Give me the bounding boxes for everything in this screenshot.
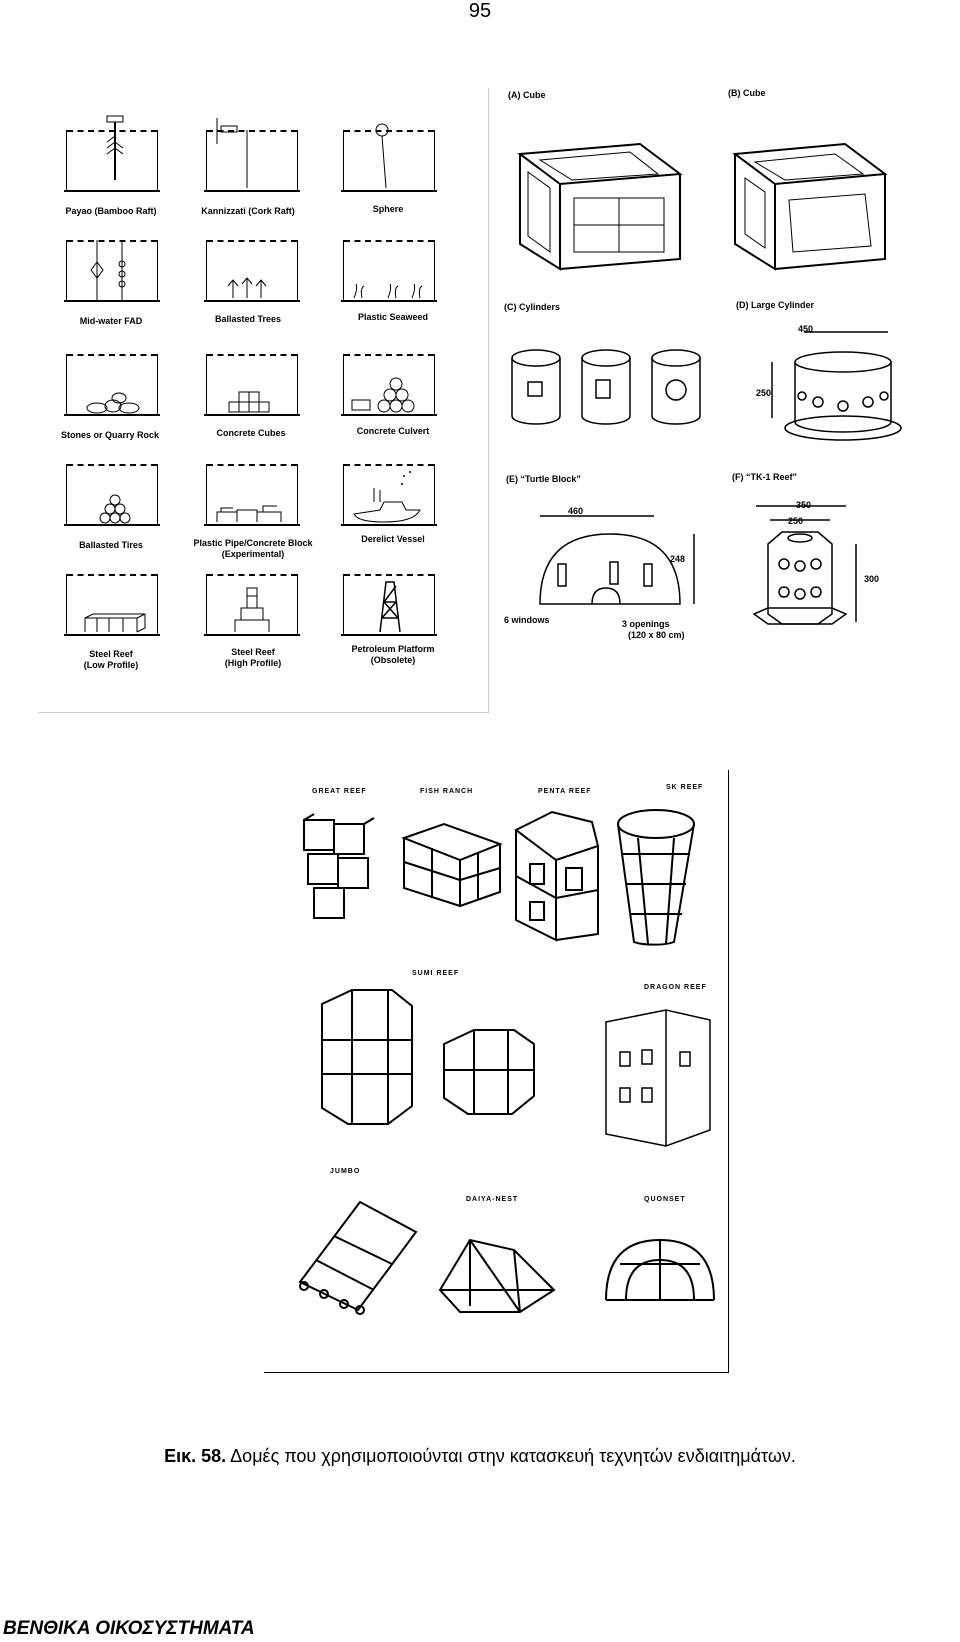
vessel-icon <box>353 471 421 523</box>
label-petroleum-sub: (Obsolete) <box>370 655 416 665</box>
label-petroleum-platform: Petroleum Platform <box>351 644 435 654</box>
cubes-icon <box>228 391 270 413</box>
diagram-petroleum-platform <box>341 574 437 636</box>
label-stones: Stones or Quarry Rock <box>60 430 160 440</box>
large-cylinder-icon <box>771 331 902 441</box>
label-windows: 6 windows <box>504 615 550 625</box>
fish-ranch-icon <box>401 822 503 908</box>
platform-icon <box>379 581 401 633</box>
diagram-kannizzati <box>204 118 300 192</box>
dim-f-outer: 350 <box>796 500 812 510</box>
fad-icon <box>90 240 126 300</box>
sphere-icon <box>375 123 389 189</box>
cube-a-icon <box>517 142 683 271</box>
rocks-icon <box>86 392 140 414</box>
dim-d-height: 250 <box>756 388 772 398</box>
label-steel-reef-high-sub: (High Profile) <box>224 658 282 668</box>
label-dragon-reef: DRAGON REEF <box>644 984 707 991</box>
label-fish-ranch: FISH RANCH <box>420 788 474 795</box>
diagram-concrete-cubes <box>204 354 300 416</box>
dim-e-height: 248 <box>670 554 686 564</box>
label-f: (F) “TK-1 Reef” <box>732 472 797 482</box>
label-sphere: Sphere <box>372 204 404 214</box>
diagram-steel-reef-low <box>64 574 160 636</box>
diagram-steel-reef-high <box>204 574 300 636</box>
label-c: (C) Cylinders <box>504 302 561 312</box>
label-quonset: QUONSET <box>644 1196 686 1203</box>
sumi-reef-small-icon <box>443 1029 535 1115</box>
great-reef-icon <box>303 813 375 919</box>
label-plastic-pipe: Plastic Pipe/Concrete Block <box>193 538 313 548</box>
steel-reef-high-icon <box>234 587 270 632</box>
daiya-nest-icon <box>438 1238 556 1313</box>
diagram-plastic-pipe <box>204 464 300 526</box>
bamboo-raft-icon <box>106 115 124 180</box>
label-d: (D) Large Cylinder <box>736 300 815 310</box>
sk-reef-icon <box>617 809 695 946</box>
label-steel-reef-low-sub: (Low Profile) <box>83 660 139 670</box>
cylinders-icon <box>511 349 701 425</box>
steel-reef-low-icon <box>84 613 146 633</box>
sumi-reef-large-icon <box>321 989 413 1125</box>
dim-f-inner: 250 <box>788 516 804 526</box>
label-kannizzati: Kannizzati (Cork Raft) <box>201 206 295 216</box>
label-steel-reef-low: Steel Reef <box>89 649 133 659</box>
label-a: (A) Cube <box>508 90 546 100</box>
tk1-reef-icon <box>752 505 857 625</box>
label-jumbo: JUMBO <box>330 1168 361 1175</box>
label-payao: Payao (Bamboo Raft) <box>65 206 157 216</box>
label-midwater-fad: Mid-water FAD <box>79 316 143 326</box>
label-concrete-cubes: Concrete Cubes <box>216 428 286 438</box>
culvert-icon <box>351 377 415 413</box>
caption-label: Εικ. 58. <box>164 1446 227 1466</box>
label-concrete-culvert: Concrete Culvert <box>356 426 430 436</box>
cork-raft-icon <box>216 118 248 188</box>
pipe-block-icon <box>216 505 282 522</box>
caption-text: Δομές που χρησιμοποιούνται στην κατασκευ… <box>230 1446 796 1466</box>
diagram-stones <box>64 354 160 416</box>
diagram-sphere <box>341 123 437 192</box>
diagram-payao <box>64 115 160 192</box>
dim-d-width: 450 <box>798 324 814 334</box>
cube-b-icon <box>732 142 888 271</box>
dragon-reef-icon <box>605 1009 711 1147</box>
figure-caption: Εικ. 58. Δομές που χρησιμοποιούνται στην… <box>0 1446 960 1467</box>
diagram-ballasted-trees <box>204 240 300 302</box>
label-plastic-pipe-sub: (Experimental) <box>221 549 285 559</box>
trees-icon <box>227 277 267 298</box>
penta-reef-icon <box>514 810 600 942</box>
label-derelict-vessel: Derelict Vessel <box>361 534 425 544</box>
label-b: (B) Cube <box>728 88 766 98</box>
tires-icon <box>99 494 131 524</box>
dim-f-height: 300 <box>864 574 880 584</box>
label-sumi-reef: SUMI REEF <box>412 970 460 977</box>
label-openings: 3 openings <box>622 619 670 629</box>
label-sk-reef: SK REEF <box>666 784 704 791</box>
label-e: (E) “Turtle Block” <box>506 474 581 484</box>
label-ballasted-tires: Ballasted Tires <box>79 540 143 550</box>
seaweed-icon <box>353 283 423 299</box>
diagram-derelict-vessel <box>341 464 437 526</box>
label-openings-size: (120 x 80 cm) <box>628 630 685 640</box>
diagram-ballasted-tires <box>64 464 160 526</box>
figure-structures-grid: Payao (Bamboo Raft) Kannizzati (Cork Raf… <box>38 88 489 713</box>
turtle-block-icon <box>539 515 695 605</box>
diagram-plastic-seaweed <box>341 240 437 302</box>
label-plastic-seaweed: Plastic Seaweed <box>357 312 429 322</box>
page-footer: ΒΕΝΘΙΚΑ ΟΙΚΟΣΥΣΤΗΜΑΤΑ <box>3 1618 255 1639</box>
label-daiya-nest: DAIYA-NEST <box>466 1196 519 1203</box>
figure-concrete-modules: (A) Cube (B) Cube (C) Cylinders (D) Larg… <box>500 84 940 684</box>
label-ballasted-trees: Ballasted Trees <box>214 314 282 324</box>
jumbo-icon <box>298 1200 418 1315</box>
label-great-reef: GREAT REEF <box>312 788 367 795</box>
diagram-concrete-culvert <box>341 354 437 416</box>
diagram-midwater-fad <box>64 240 160 302</box>
quonset-icon <box>605 1238 715 1301</box>
label-penta-reef: PENTA REEF <box>538 788 592 795</box>
label-steel-reef-high: Steel Reef <box>231 647 275 657</box>
dim-e-width: 460 <box>568 506 584 516</box>
figure-steel-reefs: GREAT REEF FISH RANCH PENTA REEF SK REEF… <box>264 770 729 1373</box>
page-number: 95 <box>468 0 492 22</box>
